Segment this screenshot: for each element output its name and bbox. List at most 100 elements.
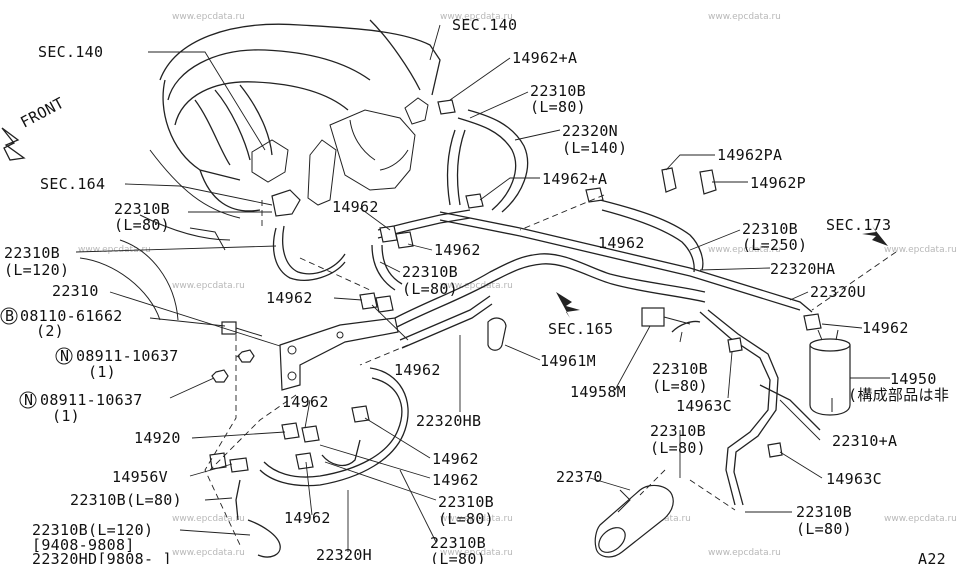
watermark: www.epcdata.ru (884, 514, 957, 524)
label-08911-b: 08911-10637 (40, 391, 143, 409)
upper-hoses (272, 109, 704, 291)
label-14962-10: 14962 (284, 509, 331, 527)
circled-prefixes (0, 307, 73, 409)
label-22310b-6: 22310B (652, 360, 708, 378)
canister-14950 (809, 329, 851, 416)
label-22310b-3: 22310B (742, 220, 798, 238)
watermark: www.epcdata.ru (172, 12, 245, 22)
fasteners (211, 321, 263, 383)
label-22310b-length: (L=80) (530, 98, 586, 116)
watermark: www.epcdata.ru (440, 514, 513, 524)
label-14962-4: 14962 (266, 289, 313, 307)
label-22310b-6-length: (L=80) (652, 377, 708, 395)
label-08911-b-qty: (1) (52, 407, 80, 425)
label-sec140-top: SEC.140 (452, 16, 517, 34)
watermark: www.epcdata.ru (708, 12, 781, 22)
label-22310b-12-length: (L=80) (430, 550, 486, 564)
label-22310b-10: 22310B (796, 503, 852, 521)
reference-lines (204, 194, 897, 546)
label-14963c: 14963C (676, 397, 732, 415)
sec-arrows (556, 226, 888, 318)
label-22320h: 22320H (316, 546, 372, 564)
watermark: www.epcdata.ru (440, 548, 513, 558)
label-22320hd: 22320HD[9808- ] (32, 550, 172, 564)
leader-lines (75, 24, 890, 552)
label-22320n: 22320N (562, 122, 618, 140)
lower-hoses (235, 367, 409, 558)
label-14962-6: 14962 (394, 361, 441, 379)
front-arrow: FRONT (1, 94, 67, 161)
label-14962-5: 14962 (862, 319, 909, 337)
label-08911-a-qty: (1) (88, 363, 116, 381)
prefix-n2: N (24, 391, 33, 409)
label-14962-3: 14962 (434, 241, 481, 259)
labels: SEC.140 SEC.140 14962+A 22310B (L=80) 22… (4, 16, 949, 564)
label-sec173: SEC.173 (826, 216, 891, 234)
label-22310b-2-length: (L=80) (114, 216, 170, 234)
label-14962a-2: 14962+A (542, 170, 607, 188)
watermark: www.epcdata.ru (172, 548, 245, 558)
watermark: www.epcdata.ru (78, 245, 151, 255)
label-sec165: SEC.165 (548, 320, 613, 338)
label-22310: 22310 (52, 282, 99, 300)
label-22310b-2: 22310B (114, 200, 170, 218)
label-14950-note: (構成部品は非 (848, 386, 949, 404)
label-22320u: 22320U (810, 283, 866, 301)
label-22310b-7-length: (L=80) (650, 439, 706, 457)
grommet-14961m (487, 317, 507, 351)
label-14962-2: 14962 (598, 234, 645, 252)
prefix-b: B (5, 307, 14, 325)
label-22370: 22370 (556, 468, 603, 486)
label-14962-9: 14962 (432, 471, 479, 489)
label-22310b-10-length: (L=80) (796, 520, 852, 538)
filter-22370 (594, 484, 674, 558)
label-22310b-8: 22310B(L=80) (70, 491, 182, 509)
label-14962pa: 14962PA (717, 146, 782, 164)
label-22320ha: 22320HA (770, 260, 835, 278)
label-14961m: 14961M (540, 352, 596, 370)
clips (209, 99, 822, 473)
watermarks: www.epcdata.ru www.epcdata.ru www.epcdat… (78, 12, 957, 558)
label-sec164: SEC.164 (40, 175, 105, 193)
bracket (279, 317, 399, 391)
label-22310b-4: 22310B (4, 244, 60, 262)
label-22310b-12: 22310B (430, 534, 486, 552)
prefix-n1: N (60, 347, 69, 365)
label-22310b-4-length: (L=120) (4, 261, 69, 279)
label-22310b-5: 22310B (402, 263, 458, 281)
label-08911-a: 08911-10637 (76, 347, 179, 365)
label-sec140-left: SEC.140 (38, 43, 103, 61)
watermark: www.epcdata.ru (708, 245, 781, 255)
label-22310b-5-length: (L=80) (402, 280, 458, 298)
label-14962-7: 14962 (282, 393, 329, 411)
watermark: www.epcdata.ru (172, 281, 245, 291)
watermark: www.epcdata.ru (708, 548, 781, 558)
watermark: www.epcdata.ru (440, 281, 513, 291)
watermark: www.epcdata.ru (884, 245, 957, 255)
label-08110: 08110-61662 (20, 307, 123, 325)
watermark: www.epcdata.ru (172, 514, 245, 524)
label-22310a: 22310+A (832, 432, 897, 450)
label-22320hb: 22320HB (416, 412, 481, 430)
front-label: FRONT (17, 94, 67, 132)
label-14956v: 14956V (112, 468, 168, 486)
label-22310b-9-length: (L=80) (438, 510, 494, 528)
watermark: www.epcdata.ru (440, 12, 513, 22)
label-22310b-9: 22310B (438, 493, 494, 511)
intake-manifold-drawing (79, 19, 441, 321)
label-22310b-3-length: (L=250) (742, 236, 807, 254)
label-14962a: 14962+A (512, 49, 577, 67)
valve-14958m (641, 307, 701, 333)
label-14962: 14962 (332, 198, 379, 216)
label-corner-code: A22 (918, 550, 946, 564)
label-22320n-length: (L=140) (562, 139, 627, 157)
label-9408-9808: [9408-9808] (32, 536, 135, 554)
label-14963c-2: 14963C (826, 470, 882, 488)
label-14958m: 14958M (570, 383, 626, 401)
label-22310b: 22310B (530, 82, 586, 100)
label-14962p: 14962P (750, 174, 806, 192)
label-08110-qty: (2) (36, 322, 64, 340)
label-14962-8: 14962 (432, 450, 479, 468)
label-22310b-11: 22310B(L=120) (32, 521, 153, 539)
